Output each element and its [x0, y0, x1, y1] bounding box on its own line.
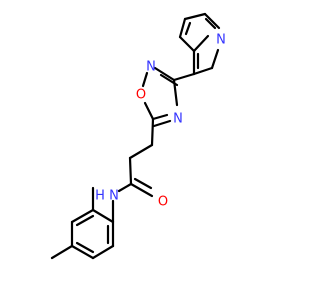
atom-n-oxadiazole-b: N [173, 112, 183, 127]
bond [172, 78, 179, 107]
bond [141, 71, 149, 88]
bond [204, 17, 217, 30]
bond [128, 143, 154, 160]
bond [133, 177, 153, 190]
bond [151, 113, 169, 121]
bond [203, 12, 221, 30]
bond [128, 156, 133, 186]
bond [50, 244, 74, 260]
atom-o-oxadiazole: O [136, 88, 146, 103]
atom-h-amide: H [95, 189, 105, 204]
atom-n-amide: N [109, 189, 119, 204]
bond [70, 208, 95, 224]
bond [210, 48, 220, 70]
bond [152, 119, 172, 128]
bond [129, 182, 154, 198]
propanamide-chain [111, 117, 155, 224]
molecule-structure: N N O N O N H [50, 12, 226, 260]
oxadiazole-ring [141, 66, 179, 128]
bond [70, 244, 95, 260]
bond [153, 66, 176, 82]
bond [91, 244, 115, 260]
bond [143, 101, 155, 121]
bond [75, 214, 95, 227]
bond [75, 241, 95, 254]
atom-labels: N N O N O N H [95, 33, 226, 210]
bond [150, 117, 155, 147]
atom-n-pyridine: N [216, 33, 226, 48]
bond [178, 17, 187, 39]
bond [183, 12, 207, 21]
dimethylphenyl-ring [50, 186, 115, 260]
bond [192, 66, 214, 76]
bond [178, 35, 196, 53]
bond [117, 182, 133, 193]
atom-o-carbonyl: O [158, 195, 168, 210]
pyridine-ring [178, 12, 221, 76]
bond [172, 72, 196, 82]
bond [192, 34, 210, 53]
bond [184, 21, 192, 36]
bond [91, 208, 115, 224]
atom-n-oxadiazole-a: N [146, 60, 156, 75]
